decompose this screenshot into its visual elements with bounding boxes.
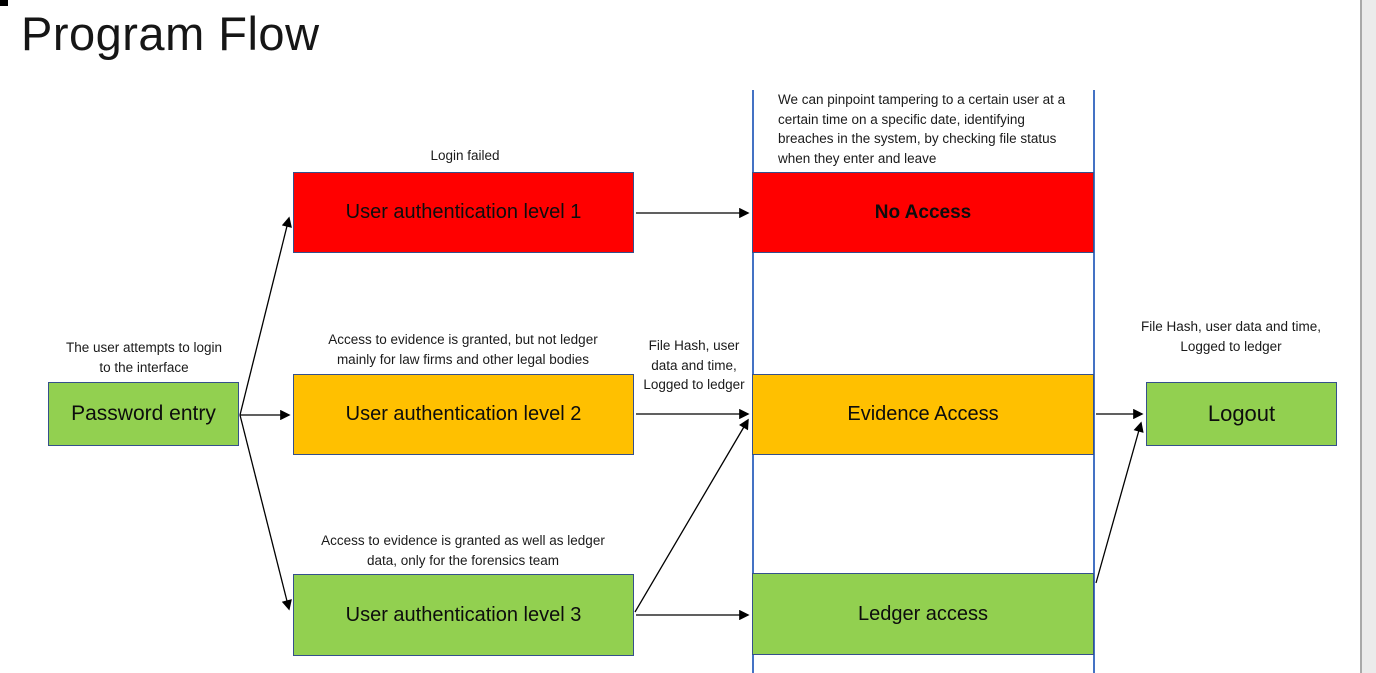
annotation-file-hash-mid: File Hash, user data and time, Logged to… (643, 338, 745, 393)
node-password-entry-label: Password entry (71, 402, 216, 425)
swimlane-line-right (1093, 90, 1095, 673)
annotation-level3-note: Access to evidence is granted as well as… (321, 533, 605, 568)
node-auth-level-2-label: User authentication level 2 (345, 403, 582, 425)
node-auth-level-3-label: User authentication level 3 (345, 603, 582, 626)
arrow-password-to-auth1 (239, 216, 292, 416)
node-ledger-access[interactable]: Ledger access (752, 573, 1094, 655)
corner-mark (0, 0, 8, 6)
annotation-login-attempt: The user attempts to login to the interf… (65, 340, 223, 375)
annotation-tamper-note: We can pinpoint tampering to a certain u… (778, 92, 1066, 166)
node-evidence-access-label: Evidence Access (847, 403, 999, 425)
node-ledger-access-label: Ledger access (857, 602, 989, 625)
node-logout-label: Logout (1207, 401, 1276, 426)
node-auth-level-3[interactable]: User authentication level 3 (293, 574, 634, 656)
page-title: Program Flow (21, 7, 320, 60)
node-evidence-access[interactable]: Evidence Access (752, 374, 1094, 455)
node-auth-level-1-label: User authentication level 1 (345, 201, 582, 223)
node-no-access-label: No Access (874, 201, 972, 223)
workspace-background (1362, 0, 1376, 673)
node-auth-level-2[interactable]: User authentication level 2 (293, 374, 634, 455)
node-auth-level-1[interactable]: User authentication level 1 (293, 172, 634, 253)
node-logout[interactable]: Logout (1146, 382, 1337, 446)
arrow-password-to-auth3 (239, 414, 292, 611)
annotation-file-hash-right: File Hash, user data and time, Logged to… (1140, 319, 1322, 354)
annotation-level2-note: Access to evidence is granted, but not l… (328, 332, 598, 367)
arrow-auth3-to-evidence (634, 418, 749, 613)
slide-edge-line (1360, 0, 1362, 673)
arrow-ledger-to-logout (1095, 421, 1144, 584)
node-no-access[interactable]: No Access (752, 172, 1094, 253)
annotation-login-failed: Login failed (430, 148, 500, 163)
node-password-entry[interactable]: Password entry (48, 382, 239, 446)
